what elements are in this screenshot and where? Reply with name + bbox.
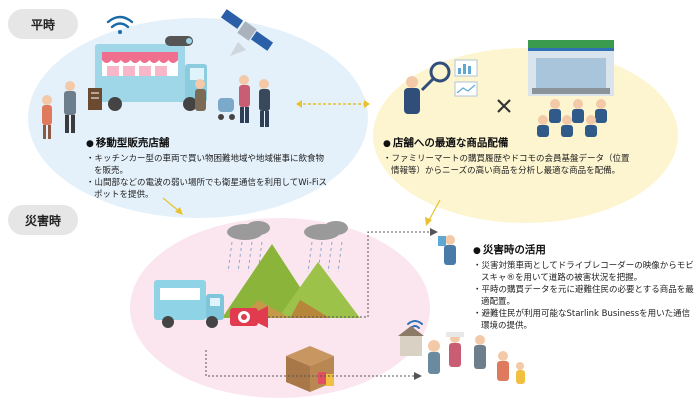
arrow-to-disaster-left [162, 197, 183, 215]
disaster-truck-icon [154, 280, 224, 328]
store-icon [528, 40, 614, 96]
customers-group [42, 75, 270, 139]
arrow-to-disaster-right [425, 199, 441, 226]
disaster-use-bullet-2: 平時の購買データを元に避難住民の必要とする商品を最適配置。 [481, 285, 694, 307]
disaster-use-title: 災害時の活用 [482, 244, 546, 256]
camera-icon [230, 306, 268, 328]
disaster-use-bullet-3: 避難住民が利用可能なStarlink Businessを用いた通信環境の提供。 [481, 309, 691, 331]
normal-time-label: 平時 [8, 9, 78, 39]
link-arrow-horizontal [296, 100, 370, 108]
mountain-icon [222, 244, 360, 318]
inspector-tablet-icon [438, 235, 456, 265]
mobile-store-bullet-1: キッチンカー型の車両で買い物困難地域や地域催事に飲食物を販売。 [94, 154, 325, 176]
bullet-dot: ● [473, 246, 481, 256]
supply-box-icon [286, 346, 334, 392]
staff-group [537, 99, 607, 137]
mobile-store-bullet-2: 山間部などの電波の弱い場所でも衛星通信を利用してWi-Fiスポットを提供。 [94, 178, 328, 200]
normal-right-bubble [373, 48, 678, 223]
product-config-bullet-1: ファミリーマートの購買履歴やドコモの会員基盤データ（位置情報等）からニーズの高い… [391, 154, 630, 176]
mobile-store-title: 移動型販売店舗 [95, 137, 170, 149]
disaster-use-bullet-1: 災害対策車両としてドライブレコーダーの映像からモビスキャ®を用いて道路の被害状況… [481, 261, 694, 283]
disaster-use-section: ●災害時の活用 ・災害対策車両としてドライブレコーダーの映像からモビスキャ®を用… [473, 244, 694, 331]
mobile-store-section: ●移動型販売店舗 ・キッチンカー型の車両で買い物困難地域や地域催事に飲食物を販売… [86, 137, 328, 200]
wifi-icon [106, 15, 134, 34]
menu-board-icon [88, 88, 102, 110]
connector-lines [205, 231, 430, 377]
product-config-section: ●店舗への最適な商品配備 ・ファミリーマートの購買履歴やドコモの会員基盤データ（… [383, 137, 630, 176]
disaster-time-label: 災害時 [8, 205, 78, 235]
kitchen-truck-icon [95, 36, 207, 111]
rain-cloud-icon [227, 221, 348, 273]
cross-icon [497, 99, 511, 113]
normal-left-bubble [28, 18, 368, 218]
bullet-dot: ● [86, 139, 94, 149]
evacuees-group [398, 320, 525, 384]
bullet-dot: ● [383, 139, 391, 149]
analyst-magnifier-icon [404, 59, 478, 114]
satellite-icon [220, 9, 274, 56]
product-config-title: 店舗への最適な商品配備 [392, 137, 509, 149]
